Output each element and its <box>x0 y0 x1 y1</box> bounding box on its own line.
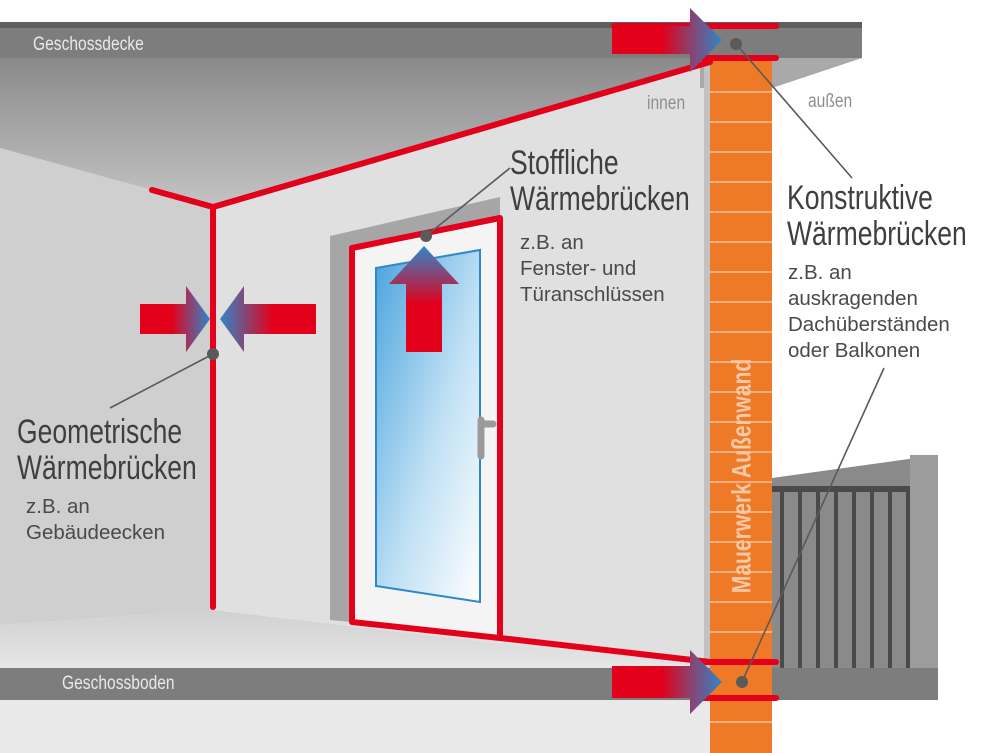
balcony-bars <box>780 492 910 668</box>
leader-lines <box>109 43 885 683</box>
outside-label: außen <box>808 91 853 112</box>
arrow-bottom <box>612 650 722 714</box>
floor-slab <box>0 668 938 700</box>
ceiling <box>0 58 710 207</box>
ceiling-slab-label: Geschossdecke <box>33 34 144 55</box>
floor <box>0 610 710 668</box>
arrow-geometric-left <box>140 286 210 352</box>
material-bridge-text: z.B. an Fenster- und Türanschlüssen <box>520 231 665 306</box>
door-handle <box>477 416 497 460</box>
wall-label: Mauerwerk Außenwand <box>726 358 757 594</box>
geometric-bridge-title: Geometrische Wärmebrücken <box>17 413 197 487</box>
door-glass <box>375 248 481 604</box>
bridge-lines <box>149 23 779 701</box>
left-wall <box>0 148 213 625</box>
inside-label: innen <box>647 93 686 114</box>
geometric-bridge-text: z.B. an Gebäudeecken <box>26 495 166 544</box>
brick-joints <box>710 91 772 723</box>
balcony-rail <box>772 486 912 492</box>
arrow-door-up <box>389 246 459 352</box>
material-bridge-title: Stoffliche Wärmebrücken <box>510 144 690 218</box>
arrow-geometric-right <box>220 286 316 352</box>
arrow-top <box>612 8 722 72</box>
callout-dots <box>207 38 748 688</box>
floor-slab-label: Geschossboden <box>62 673 175 694</box>
constructive-bridge-title: Konstruktive Wärmebrücken <box>787 179 967 253</box>
constructive-bridge-text: z.B. an auskragenden Dachüberständen ode… <box>788 261 950 362</box>
